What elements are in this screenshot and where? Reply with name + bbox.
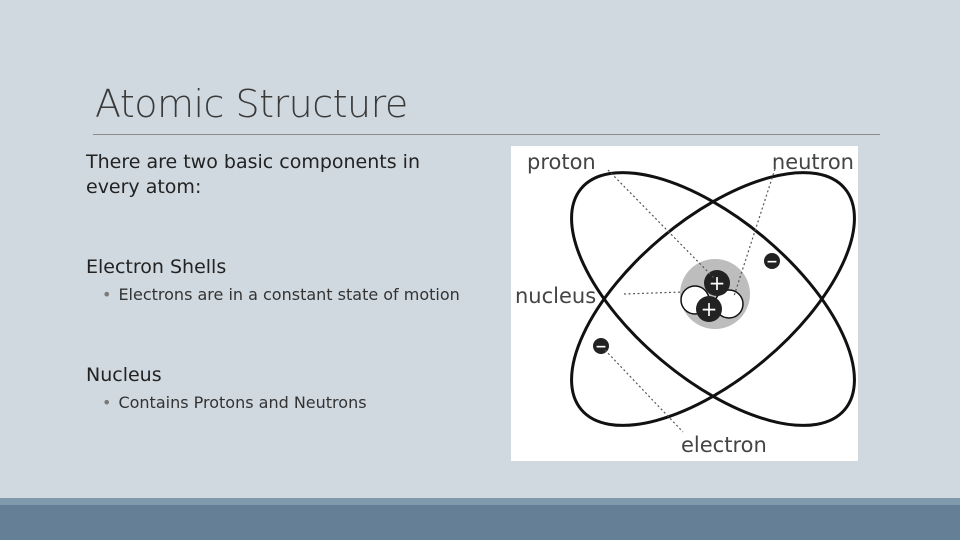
atom-diagram-svg: + + − − proton neutron nucleus electron [511, 146, 858, 461]
electron-minus-symbol: − [595, 339, 607, 355]
atom-diagram: + + − − proton neutron nucleus electron [511, 146, 858, 461]
section-heading-electron-shells: Electron Shells [86, 256, 226, 278]
proton-leader-line [608, 170, 714, 278]
nucleus-leader-line [624, 292, 683, 294]
proton-label: proton [527, 150, 596, 174]
intro-text: There are two basic components in every … [86, 150, 466, 200]
bullet-protons-neutrons: Contains Protons and Neutrons [102, 393, 367, 412]
title-underline [93, 134, 880, 135]
neutron-label: neutron [772, 150, 854, 174]
electron-minus-symbol: − [766, 254, 778, 270]
slide-title: Atomic Structure [95, 82, 408, 126]
proton-plus-symbol: + [701, 297, 718, 321]
electron-leader-line [605, 350, 683, 432]
electron-label: electron [681, 433, 767, 457]
proton-plus-symbol: + [709, 271, 726, 295]
footer-accent-line [0, 498, 960, 505]
nucleus-label: nucleus [515, 284, 596, 308]
bullet-electron-motion: Electrons are in a constant state of mot… [102, 285, 460, 304]
section-heading-nucleus: Nucleus [86, 364, 162, 386]
